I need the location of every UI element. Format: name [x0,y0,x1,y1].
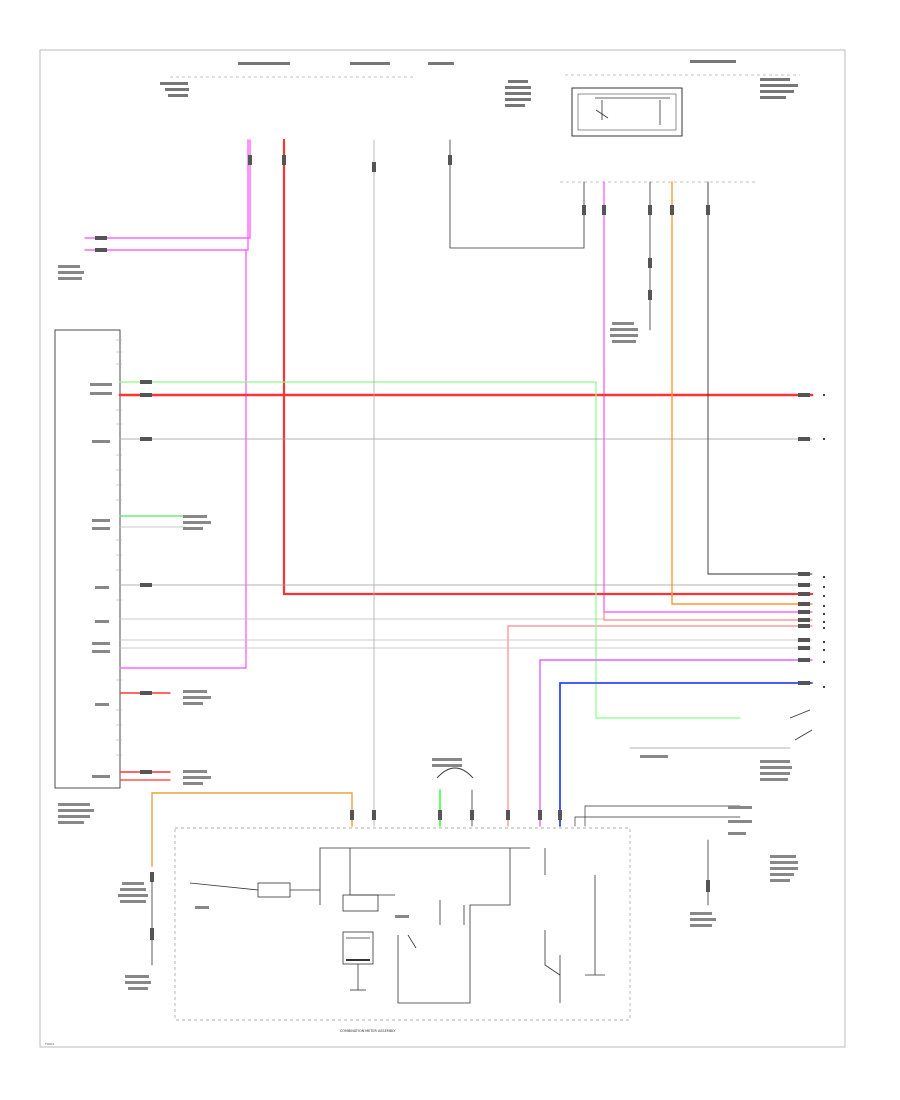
wire-red-vertical [282,138,814,596]
body-ecu-connector [54,329,121,789]
trailer-switch-symbol [789,709,813,741]
wire-black-right [707,181,813,575]
fig-code: F0001 [45,1042,54,1046]
wire-pink-3 [119,249,247,669]
wire-blue [559,682,813,827]
relay-box [571,87,683,137]
wire-black-relay [449,139,585,249]
wire-lightred-2 [507,625,813,827]
right-edge-ticks [823,394,825,688]
diagram-frame [39,49,846,1048]
wire-pink-1 [84,139,251,239]
wire-orange [671,181,813,605]
fuse-box-dashes [170,74,800,183]
meter-internal-circuitry [189,847,605,1004]
wire-lightred-1 [603,611,813,621]
wire-tan [151,792,353,867]
combination-meter-assembly-box [174,827,631,1021]
wire-black-meter-right [584,805,741,827]
fuse-box-labels [160,60,798,107]
wire-pink-2 [84,139,249,251]
wire-green-top [119,381,741,719]
sensor-loop [436,767,474,779]
relay-internals [595,97,670,125]
unreadable-labels [58,265,798,990]
meter-assembly-caption: COMBINATION METER ASSEMBLY [340,1029,396,1033]
left-connector-ticks [116,339,122,756]
connector-pins [95,155,810,940]
wire-black-meter-right2 [574,816,741,827]
wire-violet [539,659,813,827]
